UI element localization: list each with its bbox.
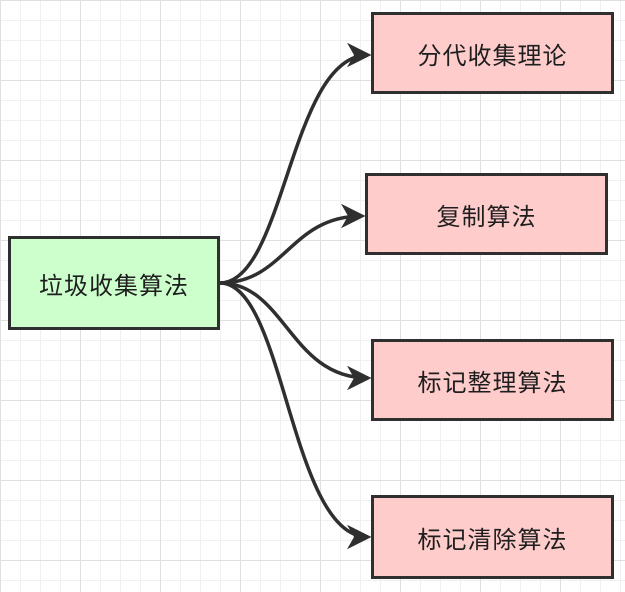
child-node-label: 标记整理算法: [417, 368, 568, 397]
child-node-mark-sweep-algorithm[interactable]: 标记清除算法: [371, 495, 614, 579]
child-node-generational-collection-theory[interactable]: 分代收集理论: [371, 12, 614, 94]
connector-arrow-3: [219, 281, 372, 391]
child-node-copying-algorithm[interactable]: 复制算法: [365, 173, 608, 255]
child-node-mark-compact-algorithm[interactable]: 标记整理算法: [371, 339, 614, 421]
connector-arrow-2: [219, 203, 366, 285]
root-node-label: 垃圾收集算法: [39, 271, 189, 300]
root-node[interactable]: 垃圾收集算法: [8, 236, 220, 330]
child-node-label: 标记清除算法: [417, 525, 568, 554]
child-node-label: 复制算法: [436, 202, 537, 231]
connector-arrow-4: [219, 281, 372, 550]
connector-arrow-1: [219, 42, 372, 285]
child-node-label: 分代收集理论: [417, 41, 568, 70]
